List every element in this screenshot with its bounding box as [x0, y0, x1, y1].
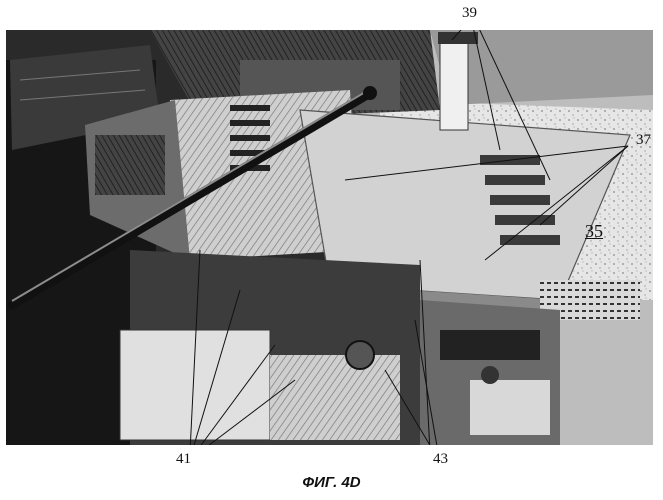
post: [440, 40, 468, 130]
ref-numeral-43: 43: [433, 452, 448, 467]
ref-numeral-37: 37: [636, 133, 651, 148]
ref-numeral-41: 41: [176, 452, 191, 467]
figure-caption: ФИГ. 4D: [0, 474, 663, 491]
ref-numeral-35: 35: [585, 222, 603, 240]
ref-numeral-39: 39: [462, 6, 477, 21]
knob: [346, 341, 374, 369]
